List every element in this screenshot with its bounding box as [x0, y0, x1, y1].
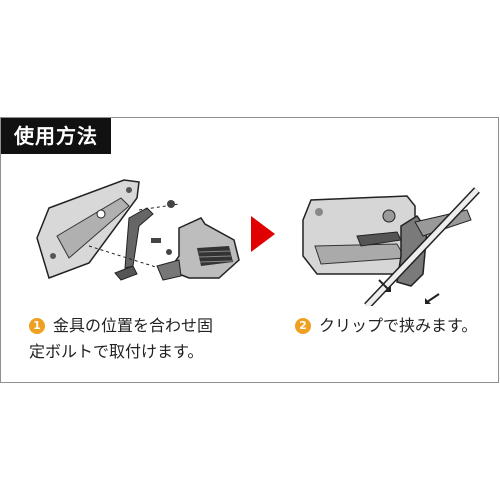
usage-panel: 使用方法 — [0, 117, 499, 383]
step-1-text-line1: 金具の位置を合わせ固 — [53, 316, 214, 335]
step-1: 1 金具の位置を合わせ固 定ボルトで取付けます。 — [29, 313, 213, 365]
step-1-text-line2: 定ボルトで取付けます。 — [29, 342, 204, 361]
step-2: 2 クリップで挟みます。 — [295, 313, 477, 339]
step-2-text-line1: クリップで挟みます。 — [319, 316, 478, 335]
right-arrow-icon — [251, 216, 275, 252]
step-1-badge: 1 — [29, 318, 45, 334]
mounting-diagram-illustration — [36, 179, 240, 281]
step-2-badge: 2 — [295, 318, 311, 334]
clip-diagram-illustration — [302, 187, 480, 306]
section-title: 使用方法 — [1, 118, 111, 154]
